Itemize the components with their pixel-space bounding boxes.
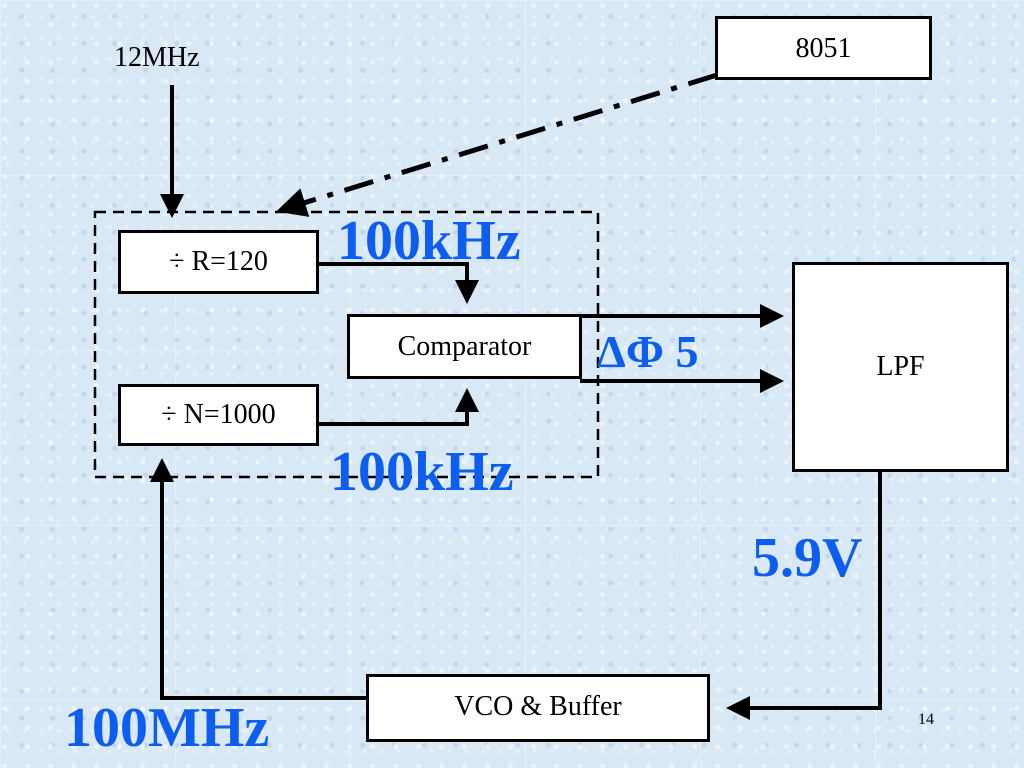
- page-number: 14: [918, 711, 934, 728]
- divider-n-box: ÷ N=1000: [118, 384, 319, 446]
- comparator-box: Comparator: [347, 314, 582, 379]
- ref-frequency-label: 100kHz: [337, 210, 521, 272]
- vco-buffer-box: VCO & Buffer: [366, 674, 710, 742]
- lpf-vco-wire: [726, 472, 882, 720]
- output-frequency-label: 100MHz: [64, 697, 270, 759]
- pll-chip-boundary: [93, 210, 600, 479]
- divider-n-label: ÷ N=1000: [161, 399, 276, 430]
- fb-divider-wire: [317, 388, 479, 426]
- divider-r-label: ÷ R=120: [169, 246, 268, 277]
- divider-r-box: ÷ R=120: [118, 230, 319, 294]
- mcu-control-wire: [276, 72, 718, 217]
- lpf-label: LPF: [876, 351, 925, 382]
- vco-buffer-label: VCO & Buffer: [454, 691, 622, 722]
- comparator-label: Comparator: [397, 330, 532, 362]
- ref-divider-wire: [317, 262, 479, 304]
- control-voltage-label: 5.9V: [752, 527, 863, 589]
- feedback-wire: [150, 458, 368, 700]
- clock-label: 12MHz: [114, 42, 200, 73]
- phase-difference-label: ΔΦ 5: [597, 326, 699, 377]
- mcu-label: 8051: [795, 33, 852, 64]
- mcu-box: 8051: [715, 16, 932, 80]
- feedback-frequency-label: 100kHz: [330, 441, 514, 503]
- lpf-box: LPF: [792, 262, 1009, 472]
